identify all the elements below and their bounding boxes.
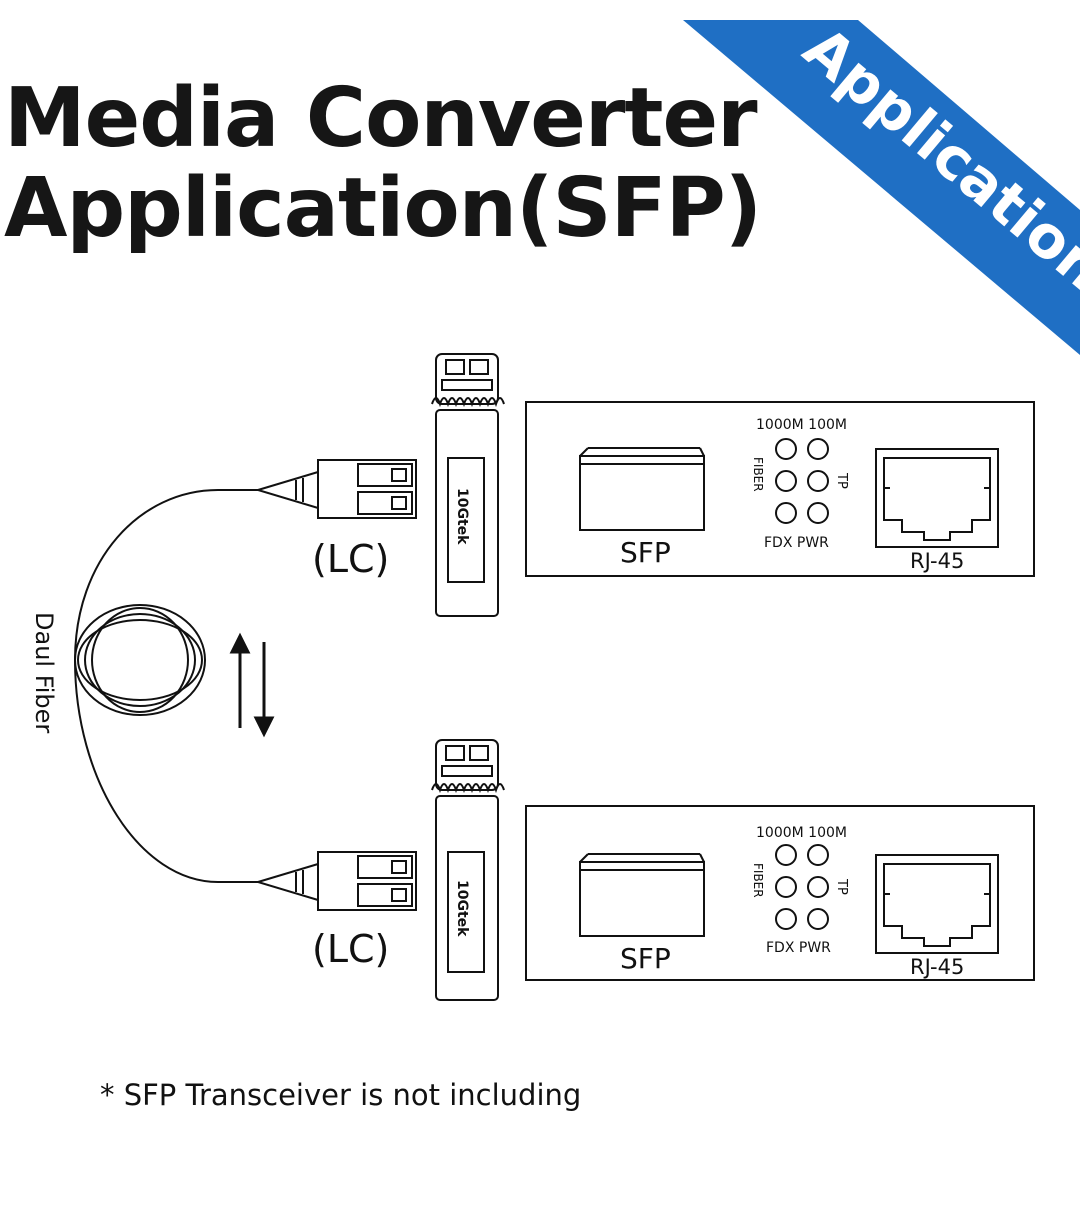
page-title: Media Converter	[4, 71, 758, 166]
status-leds	[775, 844, 829, 930]
sfp-transceiver-bottom: 10Gtek	[431, 739, 505, 1001]
sfp-port	[579, 853, 705, 937]
rj45-port	[875, 854, 999, 954]
led-fiber-label: FIBER	[751, 457, 765, 492]
rj45-label: RJ-45	[910, 549, 964, 573]
lc-label-bottom: (LC)	[312, 927, 389, 971]
media-converter-top: SFP 1000M 100M FIBER TP FDX PWR RJ-45	[525, 401, 1035, 577]
rj45-label: RJ-45	[910, 955, 964, 979]
sfp-port	[579, 447, 705, 531]
status-leds	[775, 438, 829, 524]
sfp-transceiver-top: 10Gtek	[431, 353, 505, 617]
banner-ribbon	[683, 20, 1080, 355]
footnote: * SFP Transceiver is not including	[100, 1078, 582, 1112]
led-tp-label: TP	[834, 878, 849, 895]
lc-label-top: (LC)	[312, 537, 389, 581]
led-fdx-pwr-label: FDX PWR	[766, 940, 831, 956]
led-fdx-pwr-label: FDX PWR	[764, 535, 829, 551]
sfp-port-label: SFP	[620, 536, 671, 569]
page-subtitle: Application(SFP)	[4, 161, 762, 256]
application-banner: Application	[683, 14, 1080, 355]
led-tp-label: TP	[834, 472, 849, 489]
fiber-label: Daul Fiber	[30, 612, 58, 733]
banner-label: Application	[791, 14, 1080, 304]
transceiver-brand-top: 10Gtek	[454, 488, 470, 545]
sfp-port-label: SFP	[620, 942, 671, 975]
transceiver-brand-bottom: 10Gtek	[454, 880, 470, 937]
lc-connector-bottom	[254, 851, 417, 911]
led-fiber-label: FIBER	[751, 863, 765, 898]
led-header: 1000M 100M	[756, 825, 847, 841]
dual-fiber-cable	[73, 489, 258, 883]
media-converter-diagram: Daul Fiber (LC) 10Gtek	[30, 353, 1035, 1001]
led-header: 1000M 100M	[756, 417, 847, 433]
rj45-port	[875, 448, 999, 548]
lc-connector-top	[254, 459, 417, 519]
bidirectional-arrows-icon	[229, 632, 275, 738]
media-converter-bottom: SFP 1000M 100M FIBER TP FDX PWR RJ-45	[525, 805, 1035, 981]
